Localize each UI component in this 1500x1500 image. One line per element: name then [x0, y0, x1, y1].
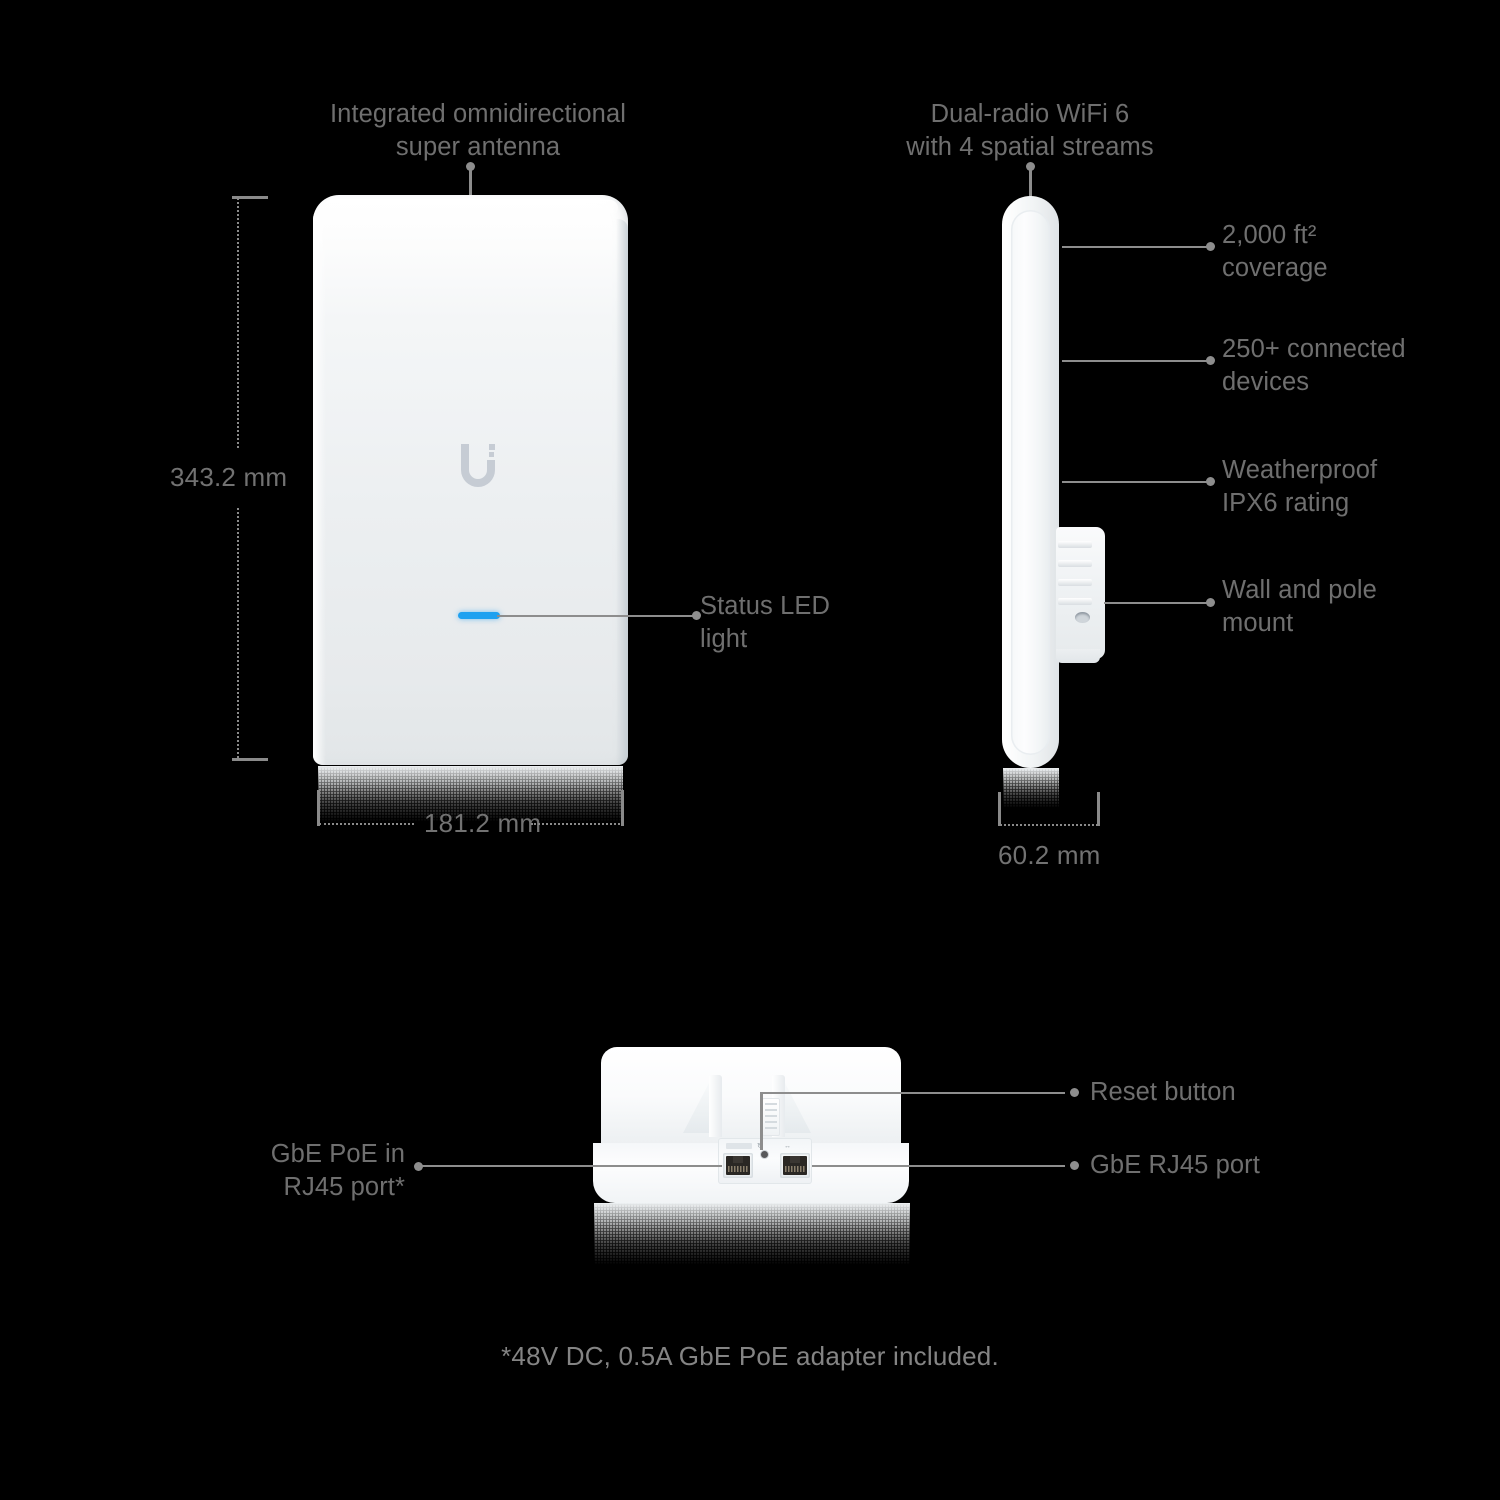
mount-bracket-hole — [1075, 612, 1090, 623]
dimension-cap-depth-right — [1097, 792, 1100, 826]
rj45-port-lan[interactable] — [780, 1153, 810, 1178]
dimension-line-height-lower — [237, 508, 239, 758]
leader-line-poe-in — [422, 1165, 722, 1167]
mount-bracket — [1056, 527, 1105, 659]
callout-coverage: 2,000 ft² coverage — [1222, 221, 1328, 282]
callout-antenna: Integrated omnidirectional super antenna — [329, 100, 627, 161]
dimension-line-depth — [1000, 824, 1098, 826]
callout-poe-in: GbE PoE in RJ45 port* — [270, 1140, 405, 1201]
leader-dot-devices — [1206, 356, 1215, 365]
ubiquiti-logo-icon — [455, 442, 501, 494]
leader-line-reset-drop — [760, 1092, 763, 1150]
bottom-view-fin-left — [709, 1075, 722, 1137]
leader-dot-weatherproof — [1206, 477, 1215, 486]
leader-dot-radio — [1026, 162, 1035, 171]
side-view-inner-panel — [1011, 210, 1050, 755]
dimension-cap-width-right — [621, 790, 624, 826]
leader-line-rj45 — [812, 1165, 1065, 1167]
leader-dot-coverage — [1206, 242, 1215, 251]
poe-port-marking — [726, 1143, 752, 1149]
mount-bracket-tab — [1056, 649, 1100, 663]
leader-dot-poe-in — [414, 1162, 423, 1171]
callout-mount: Wall and pole mount — [1222, 576, 1377, 637]
footnote-text: *48V DC, 0.5A GbE PoE adapter included. — [501, 1341, 999, 1371]
leader-dot-rj45 — [1070, 1161, 1079, 1170]
leader-line-radio — [1029, 165, 1032, 199]
front-view-reflection — [318, 766, 623, 822]
reset-icon: ↻ — [757, 1143, 763, 1151]
leader-dot-mount — [1206, 598, 1215, 607]
callout-rj45-port: GbE RJ45 port — [1090, 1151, 1260, 1179]
bottom-view-vent — [762, 1098, 780, 1136]
leader-line-weatherproof — [1062, 481, 1210, 483]
bottom-view-reflection — [594, 1203, 910, 1265]
status-led-indicator — [458, 612, 500, 619]
dimension-cap-height-top — [232, 196, 268, 199]
rj45-port-poe-in[interactable] — [723, 1153, 753, 1178]
leader-dot-reset — [1070, 1088, 1079, 1097]
dimension-label-depth: 60.2 mm — [998, 840, 1101, 870]
leader-line-devices — [1062, 360, 1210, 362]
callout-radio: Dual-radio WiFi 6 with 4 spatial streams — [906, 100, 1154, 161]
dimension-cap-width-left — [317, 790, 320, 826]
dimension-line-height-upper — [237, 198, 239, 448]
ethernet-icon: ↔ — [784, 1143, 791, 1150]
leader-line-antenna — [469, 165, 472, 199]
leader-dot-antenna — [466, 162, 475, 171]
callout-status-led: Status LED light — [700, 592, 830, 653]
reset-button[interactable] — [761, 1151, 768, 1158]
dimension-label-width: 181.2 mm — [424, 808, 542, 838]
dimension-cap-depth-left — [998, 792, 1001, 826]
callout-weatherproof: Weatherproof IPX6 rating — [1222, 456, 1378, 517]
dimension-label-height: 343.2 mm — [170, 462, 288, 492]
front-view-left-edge — [313, 206, 326, 765]
side-view-reflection — [1003, 768, 1059, 808]
leader-line-reset — [760, 1092, 1065, 1094]
leader-dot-status-led — [692, 611, 701, 620]
dimension-line-width-right — [531, 823, 623, 825]
callout-reset-button: Reset button — [1090, 1078, 1236, 1106]
leader-line-mount — [1104, 602, 1210, 604]
callout-devices: 250+ connected devices — [1222, 335, 1406, 396]
leader-line-status-led — [497, 615, 696, 617]
dimension-cap-height-bottom — [232, 758, 268, 761]
leader-line-coverage — [1062, 246, 1210, 248]
dimension-line-width-left — [319, 823, 414, 825]
